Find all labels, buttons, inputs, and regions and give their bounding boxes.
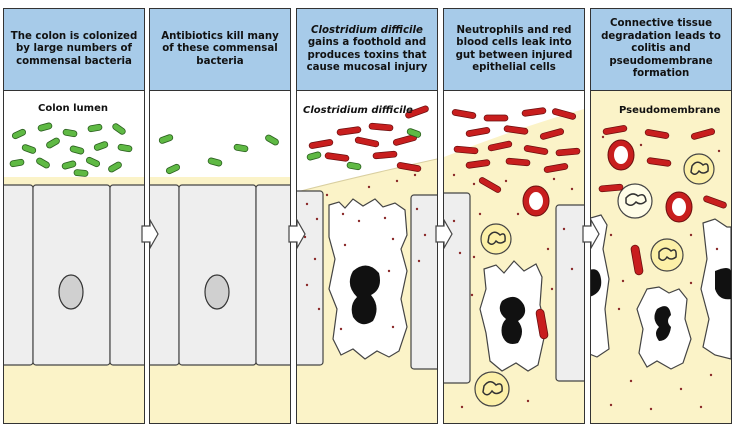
c-difficile-bacteria: [451, 107, 581, 193]
cell-nucleus: [58, 274, 84, 310]
pseudomembrane-label: Pseudomembrane: [619, 105, 721, 116]
panel-3-caption: Clostridium difficile gains a foothold a…: [301, 25, 433, 75]
remaining-commensal-bacteria: [306, 128, 422, 171]
panel-5-caption: Connective tissue degradation leads to c…: [601, 18, 721, 80]
neutrophils: [617, 153, 715, 272]
leaking-red-blood-cell: [630, 244, 644, 276]
surviving-commensal-bacteria: [158, 134, 279, 175]
c-difficile-bacteria: [308, 105, 429, 172]
panel-2-scene: [150, 91, 290, 423]
panel-4-scene: [444, 91, 584, 423]
panel-3-header: Clostridium difficile gains a foothold a…: [297, 9, 437, 91]
toxin-dots: [303, 173, 427, 331]
arrow-right-icon: [435, 218, 453, 250]
neutrophils: [474, 223, 512, 407]
injured-nucleus: [349, 265, 380, 325]
panel-colitis: Connective tissue degradation leads to c…: [590, 8, 732, 424]
commensal-bacteria: [9, 122, 133, 177]
arrow-right-icon: [141, 218, 159, 250]
panel-4-caption: Neutrophils and red blood cells leak int…: [455, 24, 573, 74]
cell-nucleus: [204, 274, 230, 310]
red-blood-cells: [607, 139, 693, 223]
panel-5-scene: [591, 91, 731, 423]
panel-1-scene: [4, 91, 144, 423]
leaking-red-blood-cell: [535, 308, 549, 340]
panel-antibiotics: Antibiotics kill many of these commensal…: [149, 8, 291, 424]
panel-3-caption-rest: gains a foothold and produces toxins tha…: [306, 37, 428, 73]
panel-neutrophils: Neutrophils and red blood cells leak int…: [443, 8, 585, 424]
clostridium-difficile-label: Clostridium difficile: [303, 105, 413, 116]
arrow-right-icon: [288, 218, 306, 250]
colon-lumen-label: Colon lumen: [38, 103, 108, 114]
center-nucleus: [654, 306, 671, 341]
arrow-right-icon: [582, 218, 600, 250]
panel-3-scene: [297, 91, 437, 423]
toxin-dots: [601, 135, 721, 411]
red-blood-cells: [522, 185, 550, 217]
panel-colonized: The colon is colonized by large numbers …: [3, 8, 145, 424]
right-epithelial-cell: [555, 204, 584, 382]
panel-1-header: The colon is colonized by large numbers …: [4, 9, 144, 91]
panel-c-difficile: Clostridium difficile gains a foothold a…: [296, 8, 438, 424]
panel-5-header: Connective tissue degradation leads to c…: [591, 9, 731, 91]
panel-3-caption-species: Clostridium difficile: [311, 24, 423, 36]
panel-2-caption: Antibiotics kill many of these commensal…: [161, 30, 279, 67]
panel-4-header: Neutrophils and red blood cells leak int…: [444, 9, 584, 91]
toxin-dots: [452, 173, 574, 409]
panel-1-caption: The colon is colonized by large numbers …: [10, 30, 138, 67]
c-difficile-bacteria: [598, 125, 727, 209]
left-epithelial-cell: [444, 192, 471, 384]
panel-2-header: Antibiotics kill many of these commensal…: [150, 9, 290, 91]
injured-nucleus: [499, 296, 526, 344]
